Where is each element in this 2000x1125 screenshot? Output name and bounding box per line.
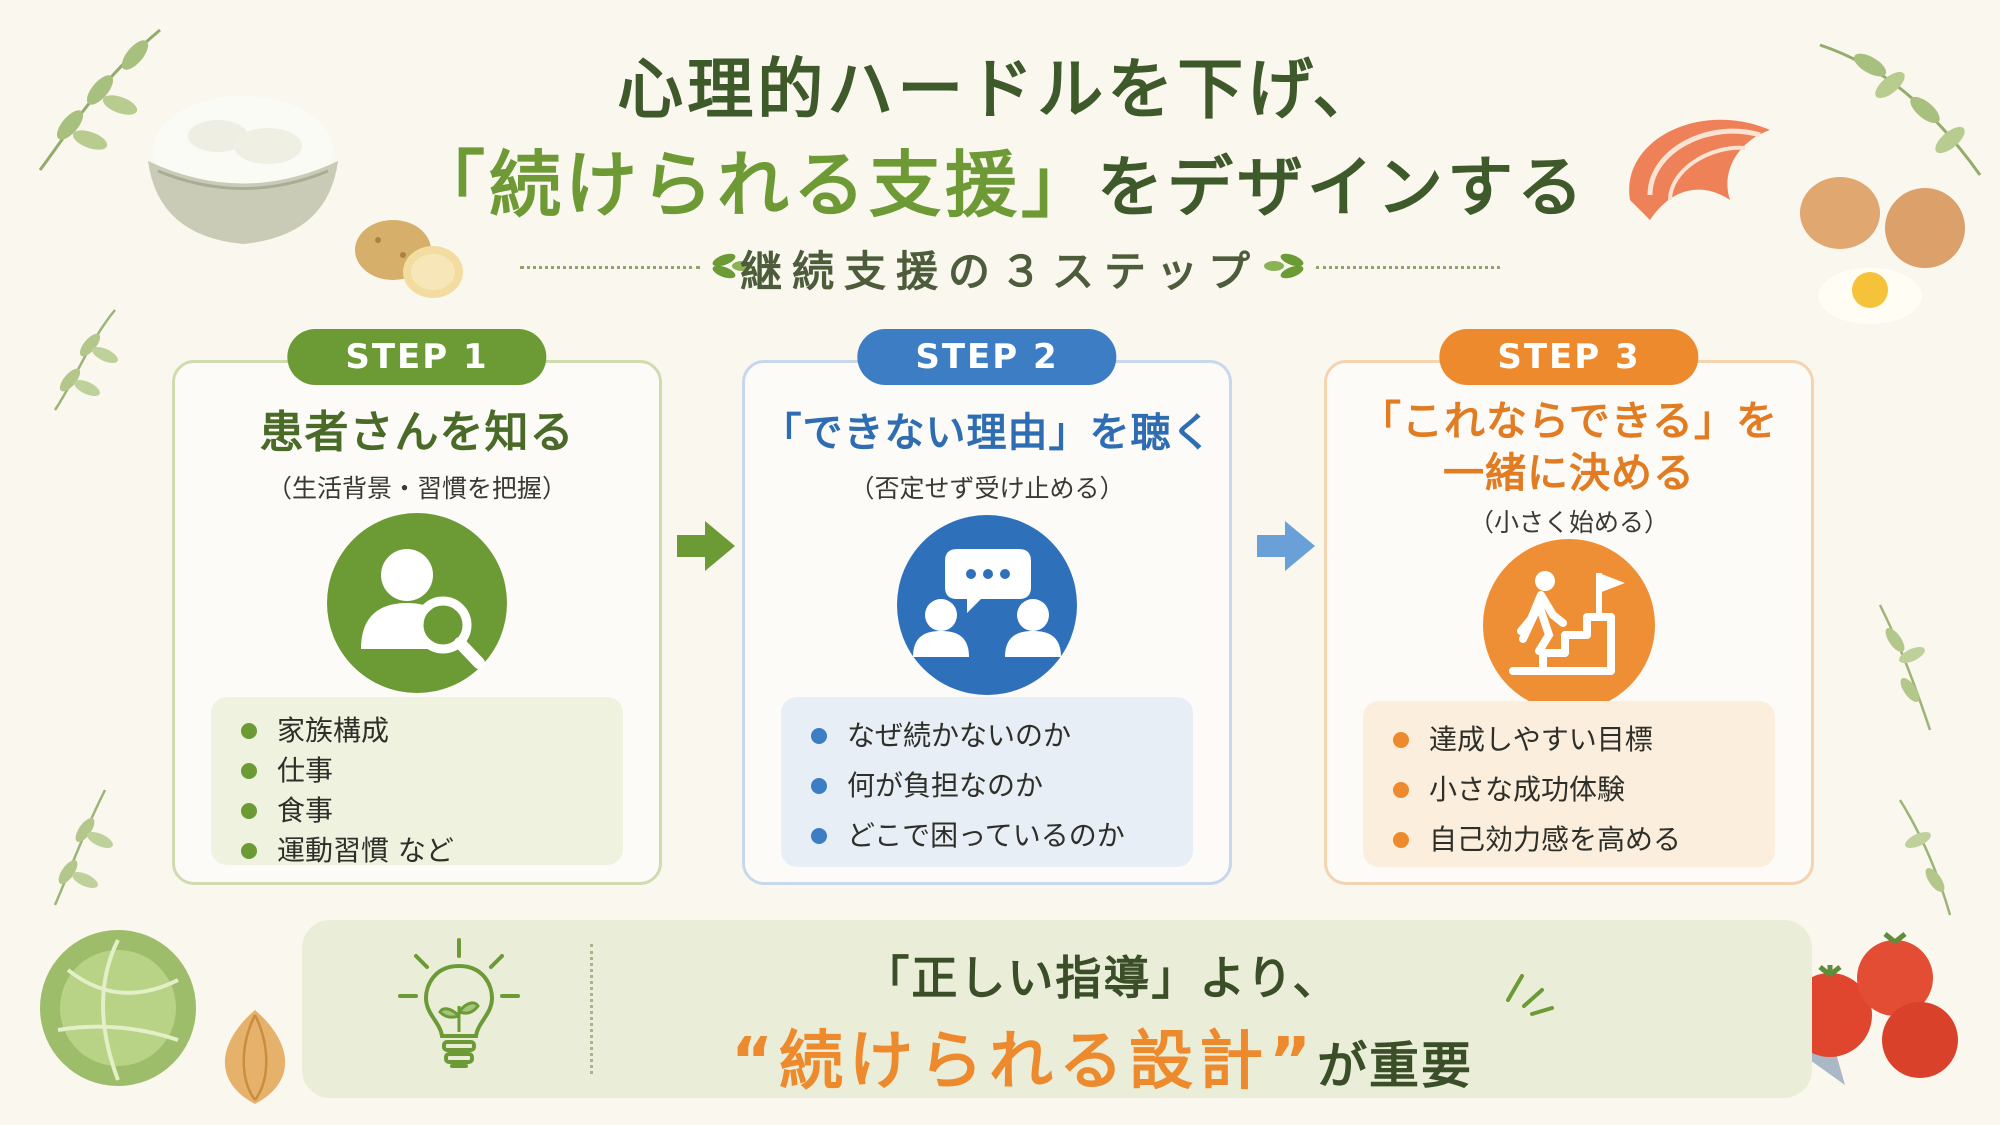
leaf-sprig-right-decoration xyxy=(1878,604,1932,731)
laurel-left-icon xyxy=(712,253,752,279)
page-title-line1: 心理的ハードルを下げ、 xyxy=(617,51,1383,128)
bullet-icon xyxy=(1393,832,1409,848)
dotted-divider-left xyxy=(520,266,700,269)
list-item: 家族構成 xyxy=(211,711,623,751)
step-2-subtitle: （否定せず受け止める） xyxy=(849,474,1125,503)
list-item: どこで困っているのか xyxy=(781,811,1193,861)
step-1-subtitle: （生活背景・習慣を把握） xyxy=(266,474,567,503)
step-3-badge: STEP 3 xyxy=(1439,329,1699,385)
potato-illustration xyxy=(355,220,463,298)
lightbulb-icon xyxy=(398,938,520,1068)
page-title-accent: 「続けられる支援」 xyxy=(412,143,1097,227)
bullet-icon xyxy=(241,843,257,859)
banner-line1: 「正しい指導」より、 xyxy=(863,951,1341,1005)
section-subtitle: 継続支援の３ステップ xyxy=(739,247,1260,296)
step-3-title-line1: 「これならできる」を xyxy=(1360,397,1778,445)
laurel-right-icon xyxy=(1264,253,1304,279)
person-search-icon xyxy=(327,513,507,693)
bullet-icon xyxy=(241,763,257,779)
step-1-badge: STEP 1 xyxy=(287,329,547,385)
step-3-subtitle: （小さく始める） xyxy=(1468,508,1669,537)
leaf-sprig-left-decoration xyxy=(53,309,118,411)
step-3-card: STEP 3 「これならできる」を 一緒に決める （小さく始める） 達成しやすい… xyxy=(1324,329,1814,885)
step-2-list: なぜ続かないのか 何が負担なのか どこで困っているのか xyxy=(781,697,1193,867)
list-item: 自己効力感を高める xyxy=(1363,815,1775,865)
step-1-list: 家族構成 仕事 食事 運動習慣 など xyxy=(211,697,623,867)
bullet-icon xyxy=(1393,782,1409,798)
banner-divider xyxy=(590,944,593,1074)
page-title-line2: 「続けられる支援」をデザインする xyxy=(0,126,2000,231)
bullet-icon xyxy=(241,803,257,819)
leaf-sprig-top-left-decoration xyxy=(38,28,161,171)
sparkle-lines-icon xyxy=(1506,974,1554,1016)
bullet-icon xyxy=(241,723,257,739)
list-item: なぜ続かないのか xyxy=(781,711,1193,761)
step-1-card: STEP 1 患者さんを知る （生活背景・習慣を把握） 家族構成 仕事 食事 運… xyxy=(172,329,662,885)
leaf-sprig-lower-right-decoration xyxy=(1898,799,1952,916)
list-item: 小さな成功体験 xyxy=(1363,765,1775,815)
page-title-rest: をデザインする xyxy=(1097,149,1587,226)
banner-accent: “続けられる設計” xyxy=(730,1025,1318,1099)
arrow-right-icon xyxy=(1257,521,1315,571)
step-2-badge: STEP 2 xyxy=(857,329,1117,385)
bullet-icon xyxy=(1393,732,1409,748)
step-3-title-line2: 一緒に決める xyxy=(1443,449,1695,497)
list-item: 運動習慣 など xyxy=(211,831,623,871)
banner-rest: が重要 xyxy=(1317,1037,1474,1095)
stairs-flag-icon xyxy=(1483,539,1655,711)
step-3-title: 「これならできる」を 一緒に決める xyxy=(1327,395,1811,499)
list-item: 何が負担なのか xyxy=(781,761,1193,811)
list-item: 仕事 xyxy=(211,751,623,791)
step-2-card: STEP 2 「できない理由」を聴く （否定せず受け止める） なぜ続かないのか … xyxy=(742,329,1232,885)
step-1-title: 患者さんを知る xyxy=(259,407,575,458)
bullet-icon xyxy=(811,828,827,844)
leaf-sprig-lower-left-decoration xyxy=(53,789,113,906)
salmon-illustration xyxy=(1629,119,1770,220)
bullet-icon xyxy=(811,728,827,744)
leaf-sprig-top-right-decoration xyxy=(1819,43,1982,176)
step-3-list: 達成しやすい目標 小さな成功体験 自己効力感を高める xyxy=(1363,701,1775,867)
eggs-illustration xyxy=(1800,177,1965,324)
onion-illustration xyxy=(224,1010,286,1104)
bullet-icon xyxy=(811,778,827,794)
rice-bowl-illustration xyxy=(148,96,338,244)
list-item: 達成しやすい目標 xyxy=(1363,715,1775,765)
banner-line2: “続けられる設計”が重要 xyxy=(602,1010,1602,1102)
dotted-divider-right xyxy=(1316,266,1500,269)
key-message-banner: 「正しい指導」より、 “続けられる設計”が重要 xyxy=(302,920,1812,1099)
section-subtitle-row: 継続支援の３ステップ xyxy=(0,238,2000,298)
step-2-title: 「できない理由」を聴く xyxy=(761,410,1213,456)
conversation-icon xyxy=(897,515,1077,695)
cabbage-illustration xyxy=(40,930,196,1086)
arrow-right-icon xyxy=(677,521,735,571)
list-item: 食事 xyxy=(211,791,623,831)
